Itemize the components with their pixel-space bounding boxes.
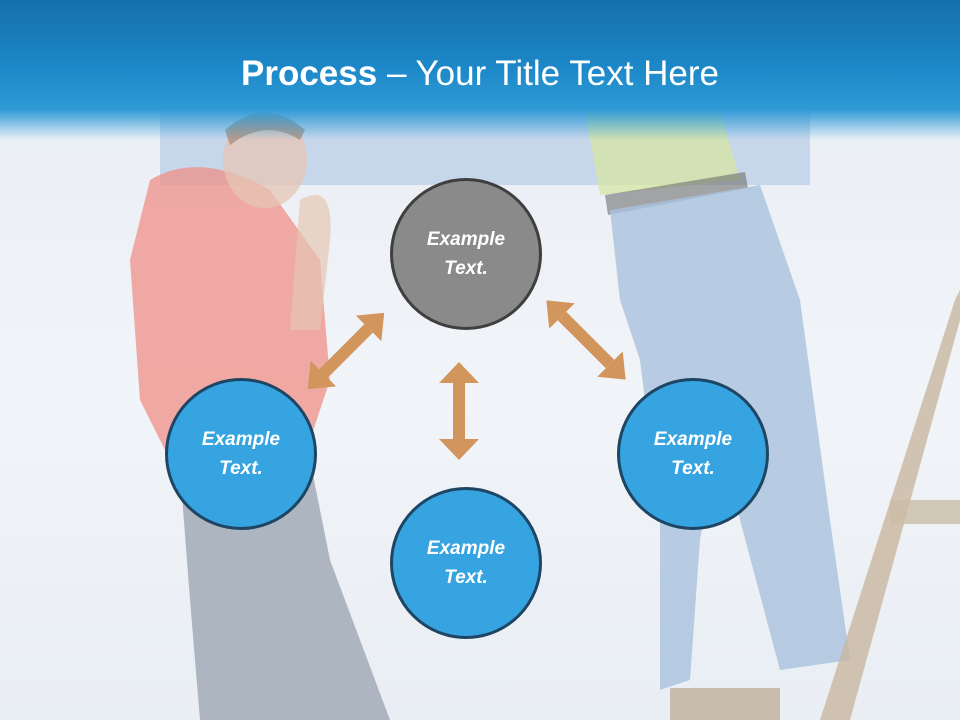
page-title: Process – Your Title Text Here xyxy=(0,52,960,96)
node-bottom-text: Example Text. xyxy=(426,538,506,588)
process-node-left: Example Text. xyxy=(165,378,317,530)
title-bold: Process xyxy=(241,54,378,93)
double-arrow-top-left xyxy=(307,312,385,390)
node-left-text: Example Text. xyxy=(201,429,281,479)
double-arrow-top-right xyxy=(546,300,626,380)
title-rest: – Your Title Text Here xyxy=(377,54,719,93)
double-arrow-vertical xyxy=(439,362,479,460)
node-right-text: Example Text. xyxy=(653,429,733,479)
process-node-right: Example Text. xyxy=(617,378,769,530)
process-node-top: Example Text. xyxy=(390,178,542,330)
title-bar xyxy=(0,0,960,140)
node-top-text: Example Text. xyxy=(426,229,506,279)
process-node-bottom: Example Text. xyxy=(390,487,542,639)
